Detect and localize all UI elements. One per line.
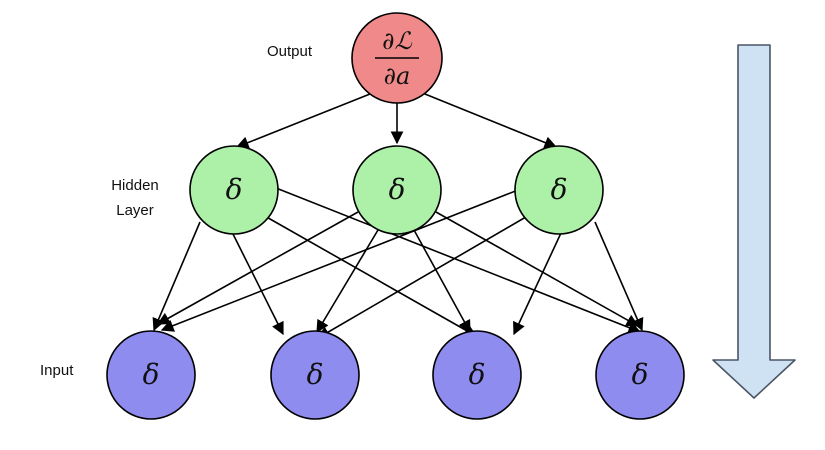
output-label: Output [267,43,313,60]
input-node-symbol: δ [632,358,649,391]
hidden-node: δ [352,145,442,235]
input-node-symbol: δ [307,358,324,391]
input-layer: δ δ δ δ [106,330,685,420]
input-node: δ [432,330,522,420]
input-node: δ [106,330,196,420]
edge-h1-i3 [262,214,478,337]
edge-h1-i1 [152,221,201,332]
edges [152,91,644,339]
hidden-layer-label-line2: Layer [116,202,154,219]
hidden-node: δ [514,145,604,235]
input-label: Input [40,362,74,379]
edge-h2-i3 [413,229,471,334]
hidden-node: δ [189,145,279,235]
hidden-node-symbol: δ [551,173,568,206]
edge-h3-i1 [160,189,519,332]
edge-h3-i2 [316,213,532,339]
output-node: ∂ℒ ∂a [351,12,443,104]
edge-h1-i2 [231,231,284,336]
edge-h2-i1 [156,211,359,325]
edge-output-hidden-1 [235,91,376,149]
input-node: δ [595,330,685,420]
input-node-symbol: δ [469,358,486,391]
edge-output-hidden-3 [419,91,558,149]
output-node-numerator: ∂ℒ [382,27,412,55]
hidden-node-symbol: δ [389,173,406,206]
hidden-layer: δ δ δ [189,145,604,235]
input-node: δ [270,330,360,420]
edge-h2-i2 [316,229,379,334]
edge-h2-i4 [435,211,640,327]
hidden-node-symbol: δ [226,173,243,206]
edge-h3-i3 [513,232,562,336]
down-arrow-icon [712,44,796,399]
edge-h1-i4 [275,187,642,334]
hidden-layer-label-line1: Hidden [111,177,159,194]
input-node-symbol: δ [143,358,160,391]
output-node-denominator: ∂a [384,62,411,90]
edge-h3-i4 [594,221,644,332]
